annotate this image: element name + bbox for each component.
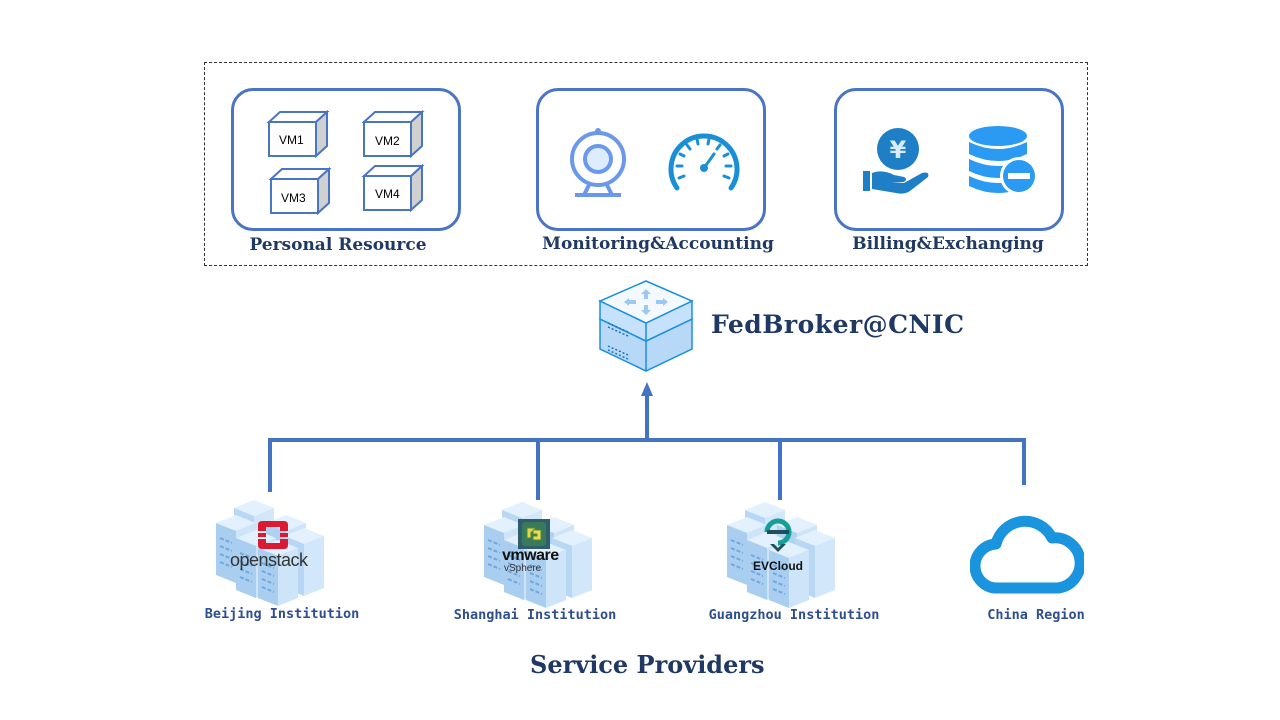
vm-cube-icon [361,164,425,213]
evcloud-logo-text: EVCloud [753,559,803,573]
provider-label: China Region [987,607,1085,623]
vm-label: VM3 [281,191,306,205]
services-frame [204,62,1088,266]
vm-label: VM4 [375,187,400,201]
server-cluster-icon [727,502,835,608]
database-minus-icon [969,126,1038,195]
broker-title: FedBroker@CNIC [711,310,965,339]
monitoring-accounting-label: Monitoring&Accounting [542,234,774,254]
openstack-logo-text: openstack [230,550,308,570]
evcloud-logo-icon [764,518,792,552]
vm-label: VM2 [375,134,400,148]
vm-cube-icon [266,110,330,159]
provider-label: Beijing Institution [204,606,360,622]
server-cluster-icon [484,502,592,608]
provider-label: Guangzhou Institution [708,607,880,623]
billing-exchanging-label: Billing&Exchanging [852,234,1044,254]
cloud-icon [970,515,1084,594]
personal-resource-box[interactable] [231,88,461,231]
vm-cube-icon [361,110,425,159]
vsphere-logo-text: vSphere [504,563,542,574]
personal-resource-label: Personal Resource [249,235,427,255]
vm-label: VM1 [279,133,304,147]
vsphere-logo-icon [518,519,550,549]
yen-coin-hand-icon: ¥ [863,128,929,194]
arrow-head [641,382,653,396]
speedometer-icon [668,133,740,191]
svg-text:¥: ¥ [890,136,907,164]
vmware-logo-text: vmware [502,547,559,564]
vm-cube-icon [268,167,332,216]
openstack-logo-icon [258,521,288,549]
network-switch-icon [598,280,694,372]
service-providers-title: Service Providers [530,650,765,679]
webcam-icon [570,128,626,197]
provider-label: Shanghai Institution [453,607,617,623]
